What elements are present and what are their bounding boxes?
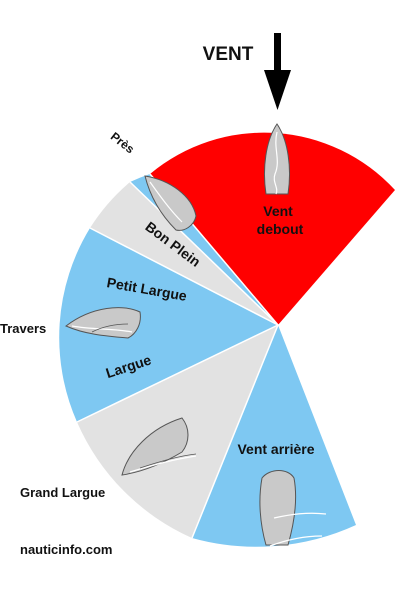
source-watermark: nauticinfo.com (20, 542, 112, 557)
pres-label: Près (108, 129, 137, 156)
wind-arrow-icon (264, 33, 291, 110)
vent-debout-label: Vent debout (257, 203, 304, 237)
wind-title: VENT (203, 44, 254, 65)
bon-plein-sector (90, 182, 278, 325)
vent-debout-sector (150, 132, 395, 325)
boat-bon-plein-icon (144, 175, 197, 231)
boat-travers-icon (65, 307, 141, 339)
vent-arriere-sector (192, 325, 356, 547)
travers-label: Travers (0, 321, 46, 336)
vent-debout-label-line-2: debout (257, 221, 304, 237)
boat-grand-largue-icon (121, 417, 197, 476)
boat-vent-debout-icon (264, 123, 290, 195)
sector-separators (76, 173, 279, 539)
vent-debout-label-line-1: Vent (263, 203, 293, 219)
vent-arriere-label: Vent arrière (237, 441, 314, 457)
boat-vent-arriere-icon (259, 470, 327, 547)
grand-largue-label: Grand Largue (20, 485, 105, 500)
travers-sector (59, 228, 278, 422)
